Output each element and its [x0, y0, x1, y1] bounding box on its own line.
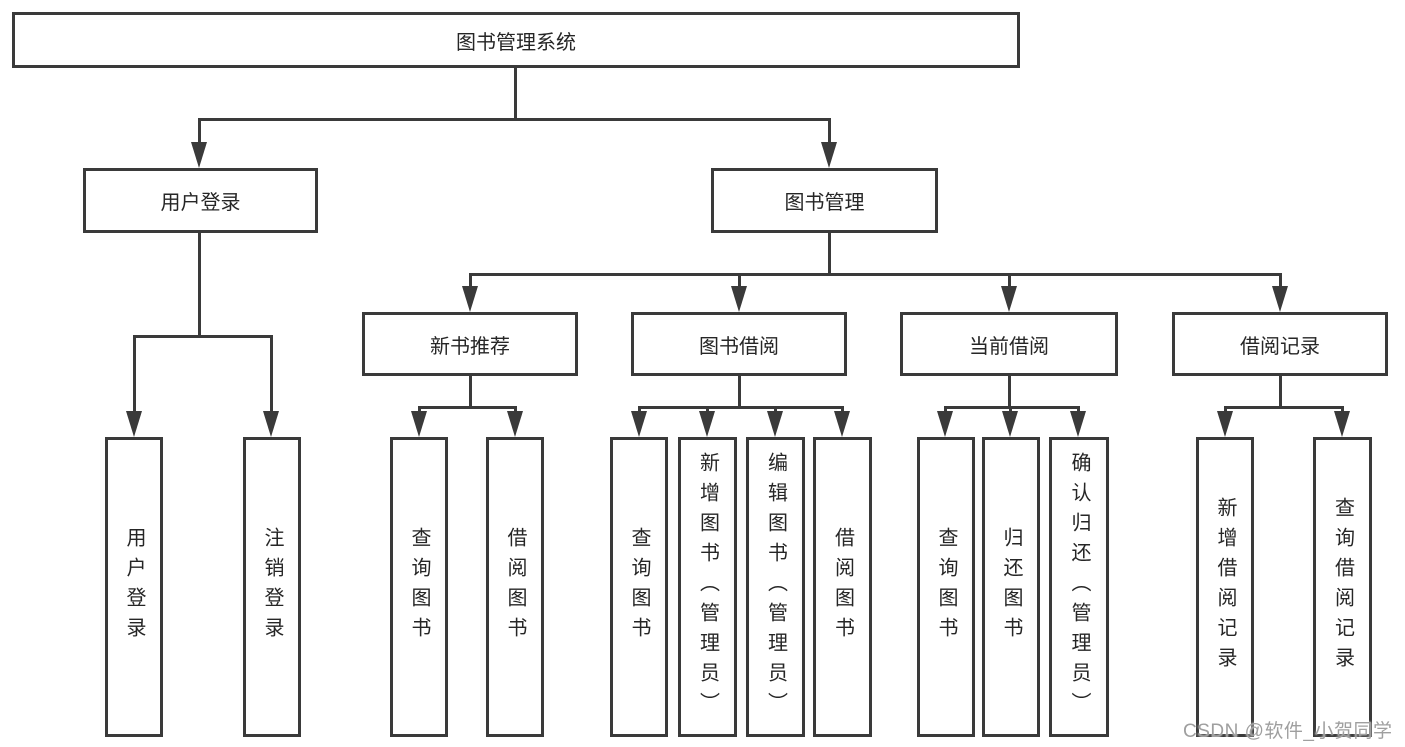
node-borrow-records: 借阅记录: [1172, 312, 1388, 376]
arrow-down-icon: [731, 286, 747, 312]
connector-line: [828, 118, 831, 146]
connector-line: [469, 376, 472, 408]
leaf-query-book-3: 查询图书: [917, 437, 975, 737]
leaf-label: 新增图书（管理员）: [696, 452, 719, 722]
arrow-down-icon: [507, 411, 523, 437]
leaf-borrow-book-2: 借阅图书: [813, 437, 872, 737]
connector-line: [133, 335, 273, 338]
node-book-borrow: 图书借阅: [631, 312, 847, 376]
arrow-down-icon: [263, 411, 279, 437]
leaf-query-book-1: 查询图书: [390, 437, 448, 737]
leaf-label: 确认归还（管理员）: [1068, 452, 1090, 722]
connector-line: [738, 273, 741, 290]
arrow-down-icon: [1217, 411, 1233, 437]
connector-line: [944, 406, 1080, 409]
leaf-label: 借阅图书: [831, 527, 854, 647]
connector-line: [469, 273, 472, 290]
arrow-down-icon: [191, 142, 207, 168]
connector-line: [270, 335, 273, 415]
leaf-logout: 注销登录: [243, 437, 301, 737]
node-current-borrow: 当前借阅: [900, 312, 1118, 376]
leaf-label: 注销登录: [261, 527, 283, 647]
leaf-add-borrow-record: 新增借阅记录: [1196, 437, 1254, 737]
connector-line: [738, 376, 741, 408]
node-new-book-recommend: 新书推荐: [362, 312, 578, 376]
connector-line: [828, 233, 831, 275]
leaf-user-login: 用户登录: [105, 437, 163, 737]
connector-line: [841, 406, 844, 415]
arrow-down-icon: [1001, 286, 1017, 312]
connector-line: [638, 406, 641, 415]
leaf-query-borrow-record: 查询借阅记录: [1313, 437, 1372, 737]
arrow-down-icon: [126, 411, 142, 437]
connector-line: [638, 406, 844, 409]
leaf-confirm-return-admin: 确认归还（管理员）: [1049, 437, 1109, 737]
connector-line: [944, 406, 947, 415]
connector-line: [706, 406, 709, 415]
connector-line: [1341, 406, 1344, 415]
connector-line: [774, 406, 777, 415]
watermark: CSDN @软件_小贺同学: [1183, 721, 1393, 742]
connector-line: [514, 406, 517, 415]
connector-line: [1008, 376, 1011, 408]
connector-line: [418, 406, 517, 409]
arrow-down-icon: [1334, 411, 1350, 437]
leaf-add-book-admin: 新增图书（管理员）: [678, 437, 737, 737]
connector-line: [418, 406, 421, 415]
leaf-label: 借阅图书: [504, 527, 526, 647]
connector-line: [1008, 273, 1011, 290]
arrow-down-icon: [411, 411, 427, 437]
connector-line: [198, 233, 201, 337]
leaf-label: 归还图书: [1000, 527, 1022, 647]
arrow-down-icon: [767, 411, 783, 437]
connector-line: [198, 118, 831, 121]
arrow-down-icon: [937, 411, 953, 437]
connector-line: [514, 68, 517, 120]
leaf-borrow-book-1: 借阅图书: [486, 437, 544, 737]
leaf-edit-book-admin: 编辑图书（管理员）: [746, 437, 805, 737]
arrow-down-icon: [821, 142, 837, 168]
arrow-down-icon: [631, 411, 647, 437]
arrow-down-icon: [834, 411, 850, 437]
connector-line: [1077, 406, 1080, 415]
connector-line: [1279, 376, 1282, 408]
leaf-query-book-2: 查询图书: [610, 437, 668, 737]
connector-line: [1279, 273, 1282, 290]
connector-line: [469, 273, 1281, 276]
connector-line: [1224, 406, 1227, 415]
connector-line: [1009, 406, 1012, 415]
arrow-down-icon: [1272, 286, 1288, 312]
leaf-label: 查询图书: [628, 527, 650, 647]
leaf-return-book: 归还图书: [982, 437, 1040, 737]
node-user-login: 用户登录: [83, 168, 318, 233]
leaf-label: 查询借阅记录: [1331, 497, 1354, 677]
leaf-label: 新增借阅记录: [1214, 497, 1236, 677]
connector-line: [133, 335, 136, 415]
leaf-label: 用户登录: [123, 527, 145, 647]
arrow-down-icon: [699, 411, 715, 437]
node-library-system: 图书管理系统: [12, 12, 1020, 68]
arrow-down-icon: [1070, 411, 1086, 437]
node-book-management: 图书管理: [711, 168, 938, 233]
arrow-down-icon: [1002, 411, 1018, 437]
leaf-label: 编辑图书（管理员）: [764, 452, 787, 722]
leaf-label: 查询图书: [408, 527, 430, 647]
leaf-label: 查询图书: [935, 527, 957, 647]
arrow-down-icon: [462, 286, 478, 312]
connector-line: [198, 118, 201, 146]
connector-line: [1224, 406, 1344, 409]
